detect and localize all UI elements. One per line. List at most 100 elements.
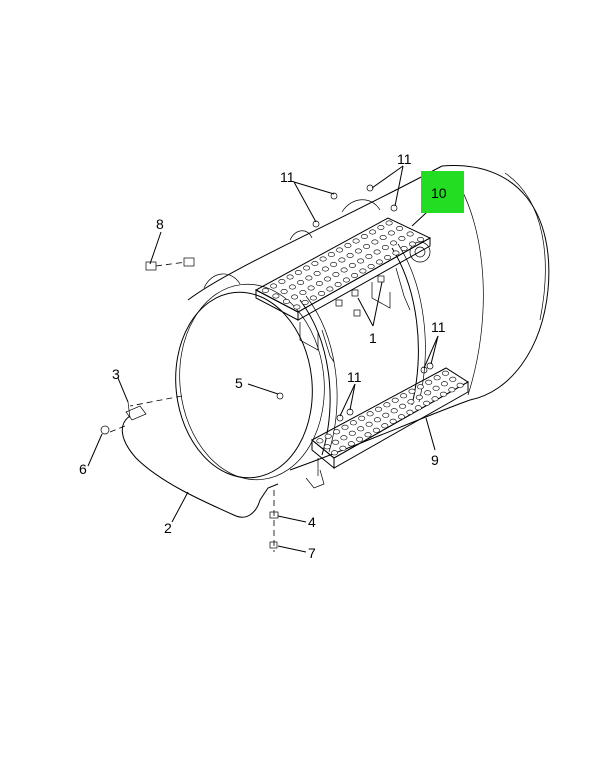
callout-11-lower-mid: 11 xyxy=(347,369,362,385)
fuel-tank xyxy=(175,165,550,481)
step-hole xyxy=(371,239,379,245)
step-hole xyxy=(398,236,406,242)
step-hole xyxy=(301,299,309,305)
step-hole xyxy=(291,294,299,300)
tank-strap-rod xyxy=(109,395,279,552)
step-hole xyxy=(272,293,280,299)
step-hole xyxy=(294,269,302,275)
step-hole xyxy=(424,390,432,396)
step-hole xyxy=(387,230,395,236)
step-hole xyxy=(382,412,390,418)
step-hole xyxy=(365,421,373,427)
step-hole xyxy=(360,234,368,240)
step-hole xyxy=(357,426,365,432)
step-hole xyxy=(440,381,448,387)
step-hole xyxy=(448,387,456,393)
step-hole xyxy=(369,229,377,235)
step-hole xyxy=(365,254,373,260)
step-hole xyxy=(416,384,424,390)
step-hole xyxy=(330,261,338,267)
step-hole xyxy=(354,248,362,254)
step-hole xyxy=(280,288,288,294)
step-hole xyxy=(356,436,364,442)
step-hole xyxy=(346,253,354,259)
step-hole xyxy=(334,281,342,287)
hardware xyxy=(100,184,434,549)
step-hole xyxy=(373,417,381,423)
step-hole xyxy=(414,405,422,411)
step-hole xyxy=(366,411,374,417)
step-hole xyxy=(385,220,393,226)
step-hole xyxy=(318,290,326,296)
step-hole xyxy=(415,394,423,400)
callout-4: 4 xyxy=(308,514,316,530)
step-hole xyxy=(364,432,372,438)
step-hole xyxy=(379,235,387,241)
step-hole xyxy=(408,388,416,394)
step-hole xyxy=(389,418,397,424)
step-hole xyxy=(439,391,447,397)
step-hole xyxy=(349,420,357,426)
callout-11-top-right: 11 xyxy=(397,151,412,167)
step-hole xyxy=(288,284,296,290)
step-hole xyxy=(397,414,405,420)
step-hole xyxy=(417,237,425,243)
step-hole xyxy=(344,243,352,249)
step-hole xyxy=(358,415,366,421)
step-hole xyxy=(390,240,398,246)
callout-3: 3 xyxy=(112,366,120,382)
step-hole xyxy=(425,379,433,385)
callout-9: 9 xyxy=(431,452,439,468)
step-hole xyxy=(348,430,356,436)
step-hole xyxy=(377,225,385,231)
step-hole xyxy=(400,393,408,399)
step-hole xyxy=(261,287,269,293)
highlight-box-10 xyxy=(421,171,464,213)
step-hole xyxy=(324,276,332,282)
step-hole xyxy=(341,424,349,430)
step-hole xyxy=(340,435,348,441)
step-hole xyxy=(375,259,383,265)
step-hole xyxy=(352,238,360,244)
step-hole xyxy=(336,247,344,253)
step-hole xyxy=(339,445,347,451)
step-hole xyxy=(392,250,400,256)
callout-10: 10 xyxy=(431,185,447,201)
step-hole xyxy=(332,271,340,277)
step-hole xyxy=(441,370,449,376)
step-hole xyxy=(433,375,441,381)
step-hole xyxy=(406,231,414,237)
callout-labels: 11 11 10 8 1 11 11 5 3 6 9 2 4 7 xyxy=(79,151,447,561)
callout-11-lower-right: 11 xyxy=(431,319,446,335)
step-hole xyxy=(359,268,367,274)
step-hole xyxy=(456,382,464,388)
step-hole xyxy=(282,298,290,304)
step-hole xyxy=(342,277,350,283)
step-hole xyxy=(311,260,319,266)
step-hole xyxy=(449,376,457,382)
step-hole xyxy=(400,246,408,252)
callout-1: 1 xyxy=(369,330,377,346)
upper-step xyxy=(203,199,432,363)
step-hole xyxy=(399,403,407,409)
step-hole xyxy=(313,270,321,276)
step-hole xyxy=(278,278,286,284)
callout-5: 5 xyxy=(235,375,243,391)
step-hole xyxy=(406,409,414,415)
step-hole xyxy=(332,439,340,445)
step-hole xyxy=(373,249,381,255)
step-hole xyxy=(381,245,389,251)
step-hole xyxy=(293,304,301,310)
step-hole xyxy=(316,438,324,444)
lower-step xyxy=(305,367,469,489)
step-hole xyxy=(372,427,380,433)
step-hole xyxy=(286,274,294,280)
step-hole xyxy=(348,262,356,268)
step-hole xyxy=(363,244,371,250)
step-hole xyxy=(299,289,307,295)
step-hole xyxy=(351,272,359,278)
callout-6: 6 xyxy=(79,461,87,477)
step-hole xyxy=(333,429,341,435)
callout-11-top-left: 11 xyxy=(280,169,295,185)
